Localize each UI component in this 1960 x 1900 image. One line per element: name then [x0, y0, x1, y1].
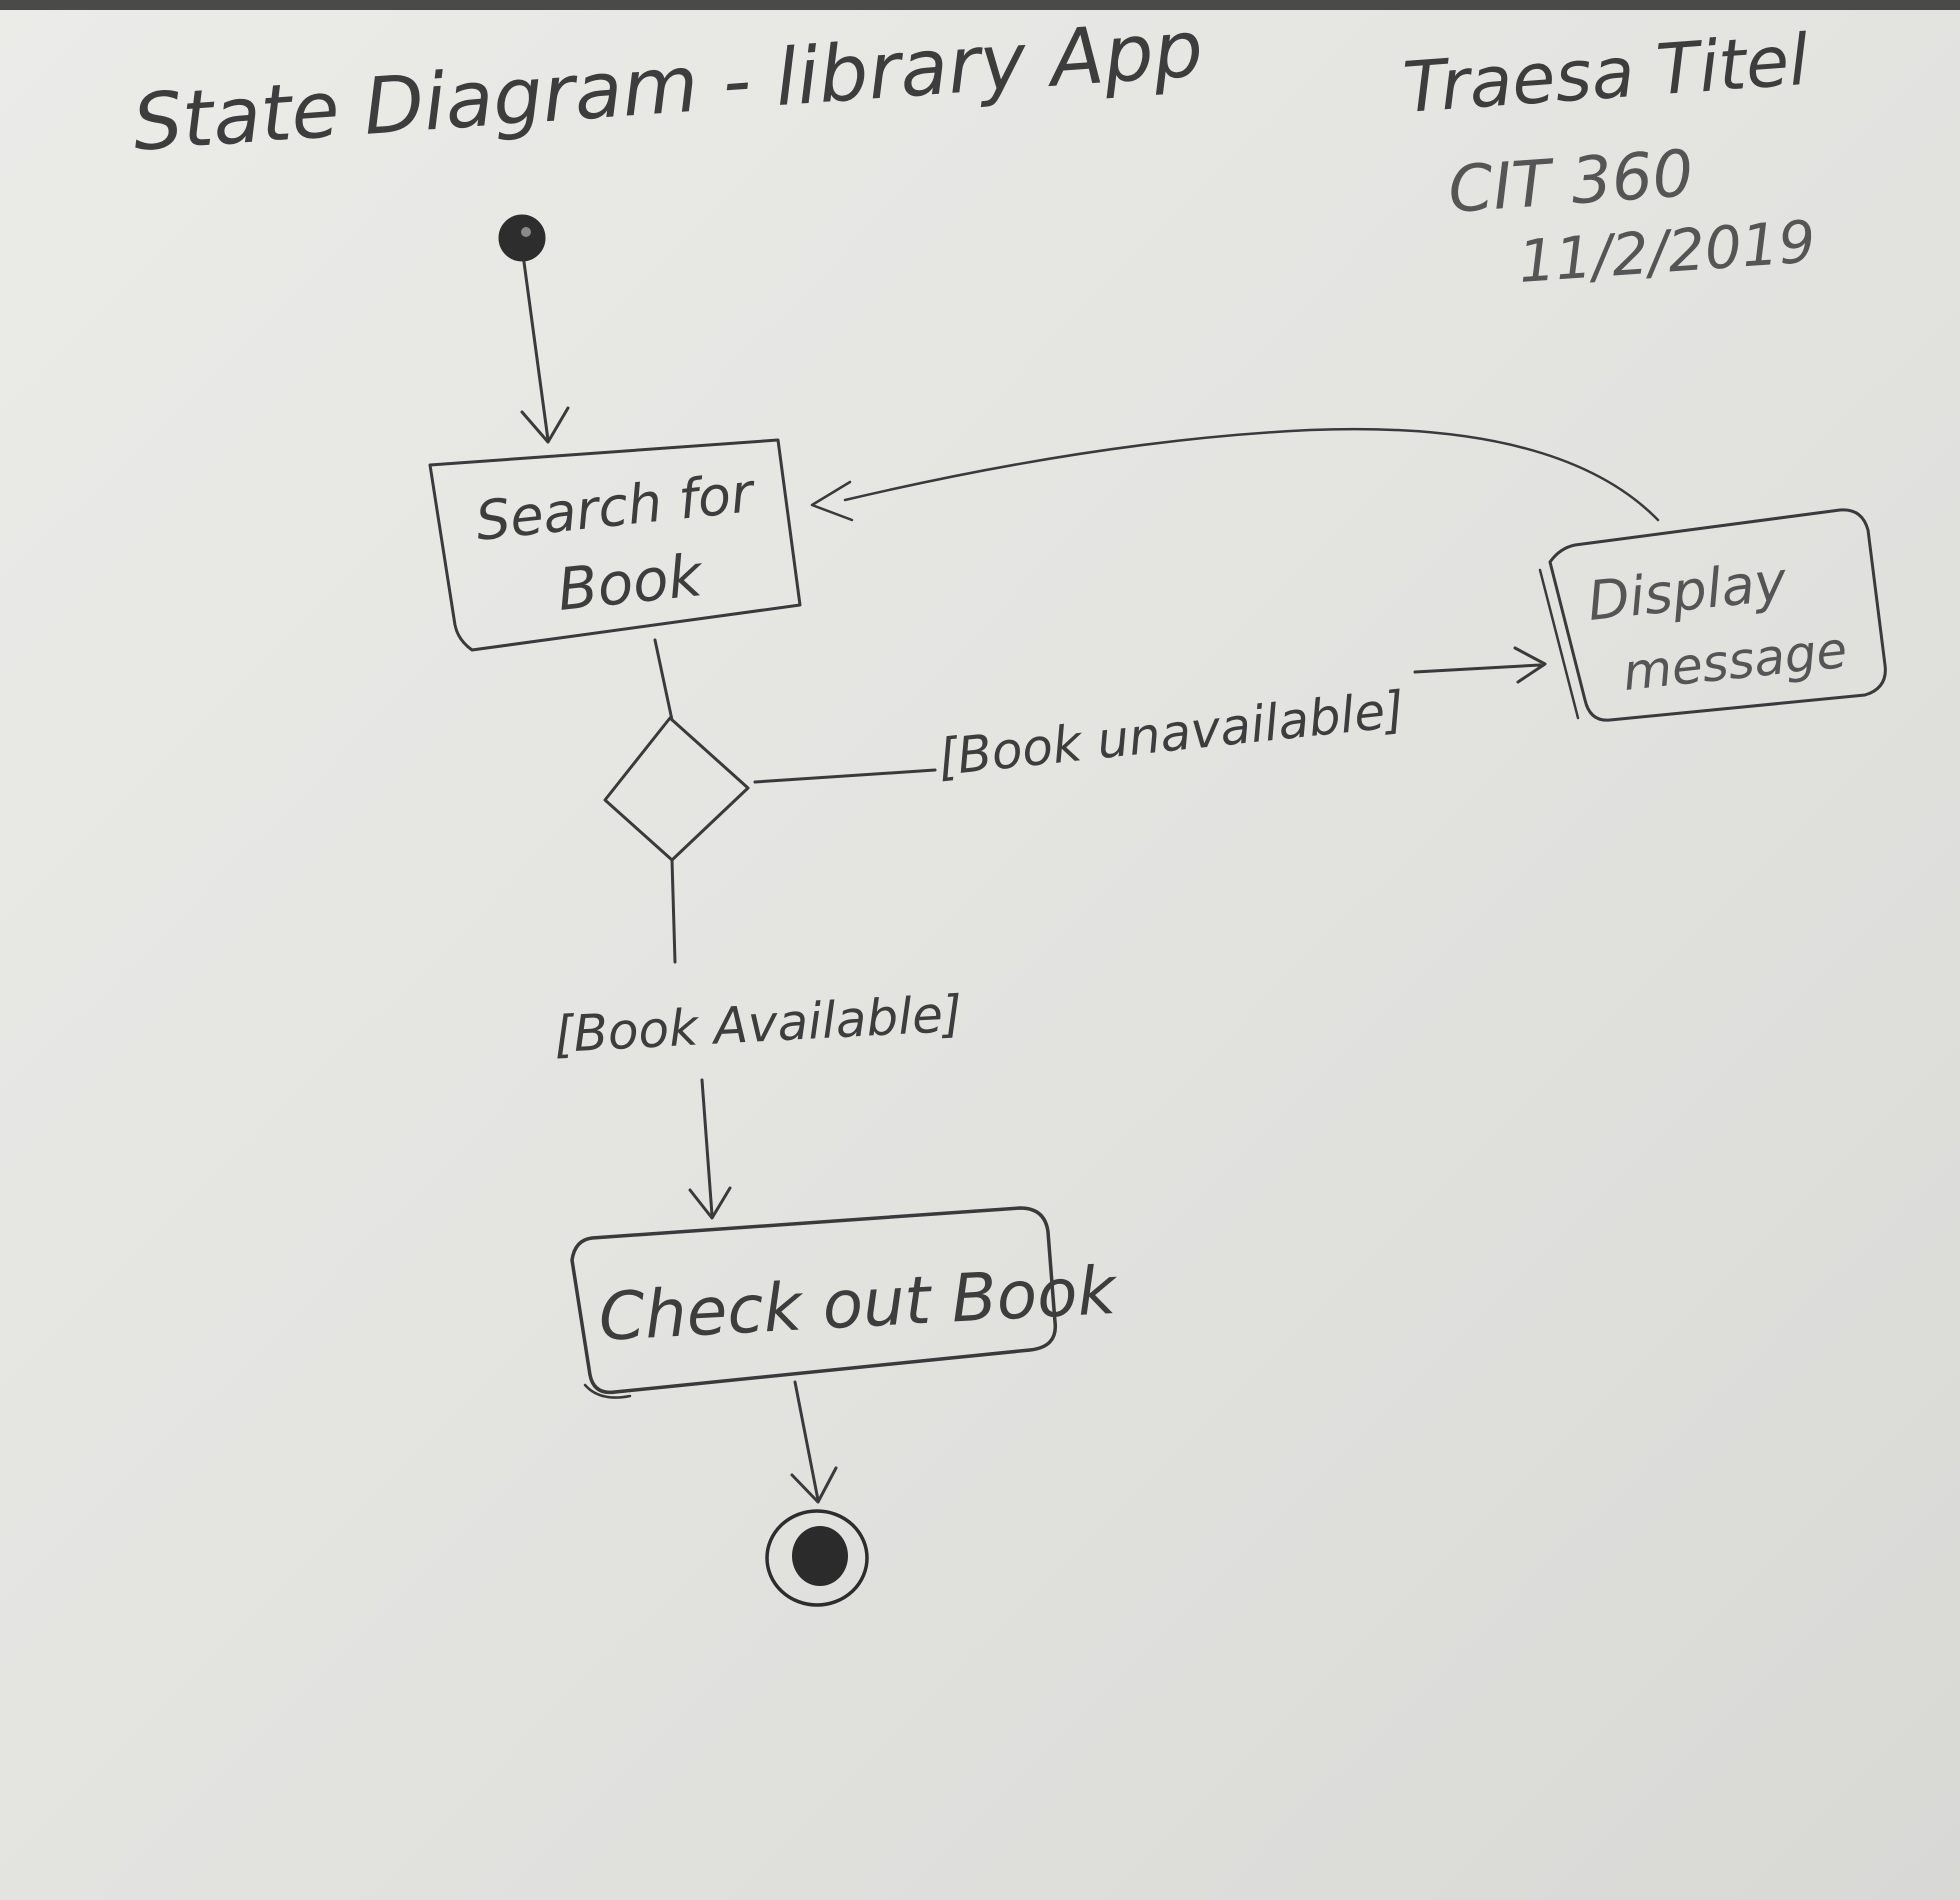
diagram-title: State Diagram - library App [130, 4, 1206, 169]
transition-display-to-search [810, 427, 1660, 522]
transition-decision-to-unavailable [753, 768, 937, 784]
final-state-node [765, 1509, 869, 1607]
search-state-label-line1: Search for [473, 461, 759, 553]
course-code: CIT 360 [1446, 137, 1696, 228]
date-text: 11/2/2019 [1516, 207, 1817, 296]
transition-checkout-to-final [790, 1380, 838, 1504]
display-state-label-line2: message [1620, 621, 1850, 702]
decision-diamond [603, 716, 750, 862]
checkout-state-label: Check out Book [597, 1252, 1120, 1356]
paper-top-edge [0, 0, 1960, 10]
author-name: Traesa Titel [1400, 19, 1811, 129]
state-search-for-book: Search for Book [428, 438, 802, 652]
transition-available-to-checkout [688, 1078, 732, 1220]
guard-book-available: [Book Available] [553, 985, 964, 1064]
transition-search-to-decision [653, 638, 674, 722]
state-check-out-book: Check out Book [570, 1206, 1120, 1399]
transition-initial-to-search [520, 260, 570, 444]
search-state-label-line2: Book [554, 541, 707, 624]
transition-unavailable-to-display [1413, 646, 1547, 684]
transition-decision-to-available [670, 858, 677, 964]
display-state-label-line1: Display [1585, 549, 1791, 633]
guard-book-unavailable: [Book unavailable] [935, 680, 1407, 787]
state-display-message: Display message [1538, 508, 1887, 722]
initial-state-node [498, 214, 546, 262]
